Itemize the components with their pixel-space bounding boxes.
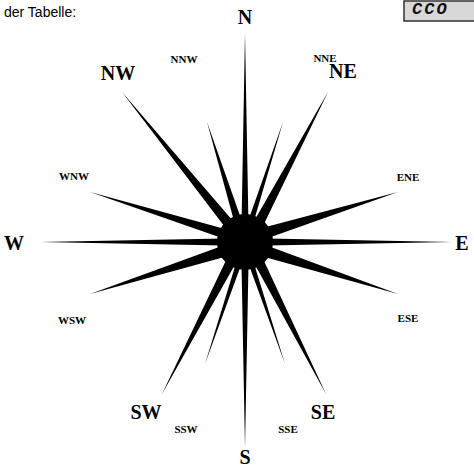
direction-label: ENE (397, 172, 420, 183)
compass-star (40, 33, 452, 448)
direction-label: NE (329, 61, 357, 81)
direction-label: S (239, 447, 250, 467)
lcd-display (404, 1, 474, 21)
direction-label: WNW (59, 171, 89, 182)
lcd-text: CCO (412, 1, 449, 18)
caption-fragment: der Tabelle: (4, 5, 76, 19)
star-hub (217, 214, 273, 270)
direction-label: NNW (171, 54, 198, 65)
direction-label: E (455, 233, 468, 253)
direction-label: SSW (174, 424, 197, 435)
direction-label: WSW (58, 315, 86, 326)
direction-label: SW (130, 402, 161, 422)
direction-label: ESE (398, 313, 419, 324)
direction-label: SSE (278, 424, 298, 435)
direction-label: W (4, 233, 24, 253)
direction-label: SE (311, 402, 335, 422)
direction-label: N (238, 7, 252, 27)
direction-label: NW (101, 63, 135, 83)
